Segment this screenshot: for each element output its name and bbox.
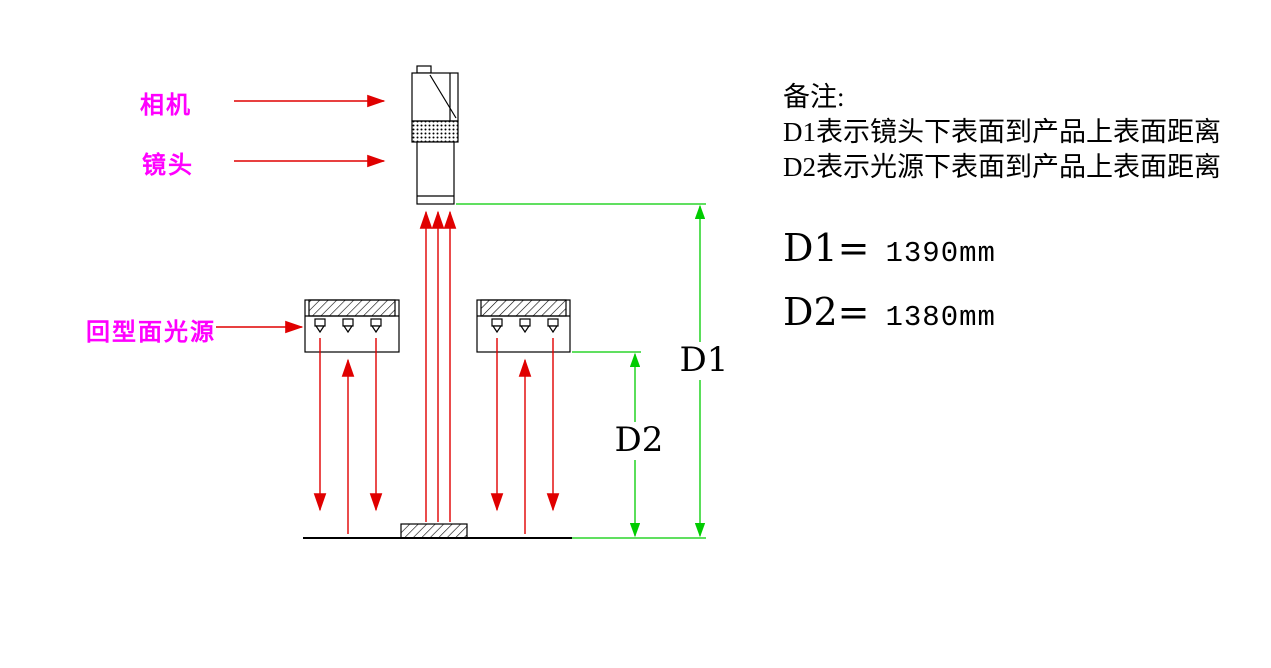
led-icon [519,318,531,334]
d1-dimension-label: D1 [679,340,729,380]
notes-title: 备注: [783,82,845,112]
camera-label: 相机 [140,93,192,119]
d1-measurement-row: D1= 1390mm [783,226,996,270]
light-hatch-left [308,299,396,317]
d2-dimension-label: D2 [614,420,664,460]
notes-line-2: D2表示光源下表面到产品上表面距离 [783,152,1221,182]
led-icon [370,318,382,334]
light-rays [313,210,560,534]
d2-measurement-row: D2= 1380mm [783,290,996,334]
notes-line-1: D1表示镜头下表面到产品上表面距离 [783,117,1221,147]
dimension-d1 [456,203,706,539]
lens-barrel [416,141,455,205]
lens-mount-ring [411,120,459,143]
product-block [400,523,468,539]
d2-value: 1380mm [885,301,996,334]
d2-name: D2= [783,290,870,334]
camera-body [411,72,459,122]
dimension-d2 [572,351,641,538]
light-hatch-right [480,299,567,317]
camera-top-tab [416,65,432,74]
led-icon [314,318,326,334]
leader-arrows [216,94,386,334]
camera-drawing [411,65,459,143]
lens-drawing [416,141,455,205]
camera-detail-line [429,74,457,119]
lens-label: 镜头 [142,153,194,179]
d1-name: D1= [783,226,870,270]
workpiece-drawing [303,523,572,539]
led-icon [547,318,559,334]
light-source-label: 回型面光源 [86,320,216,346]
d1-value: 1390mm [885,237,996,270]
led-icon [491,318,503,334]
led-icon [342,318,354,334]
